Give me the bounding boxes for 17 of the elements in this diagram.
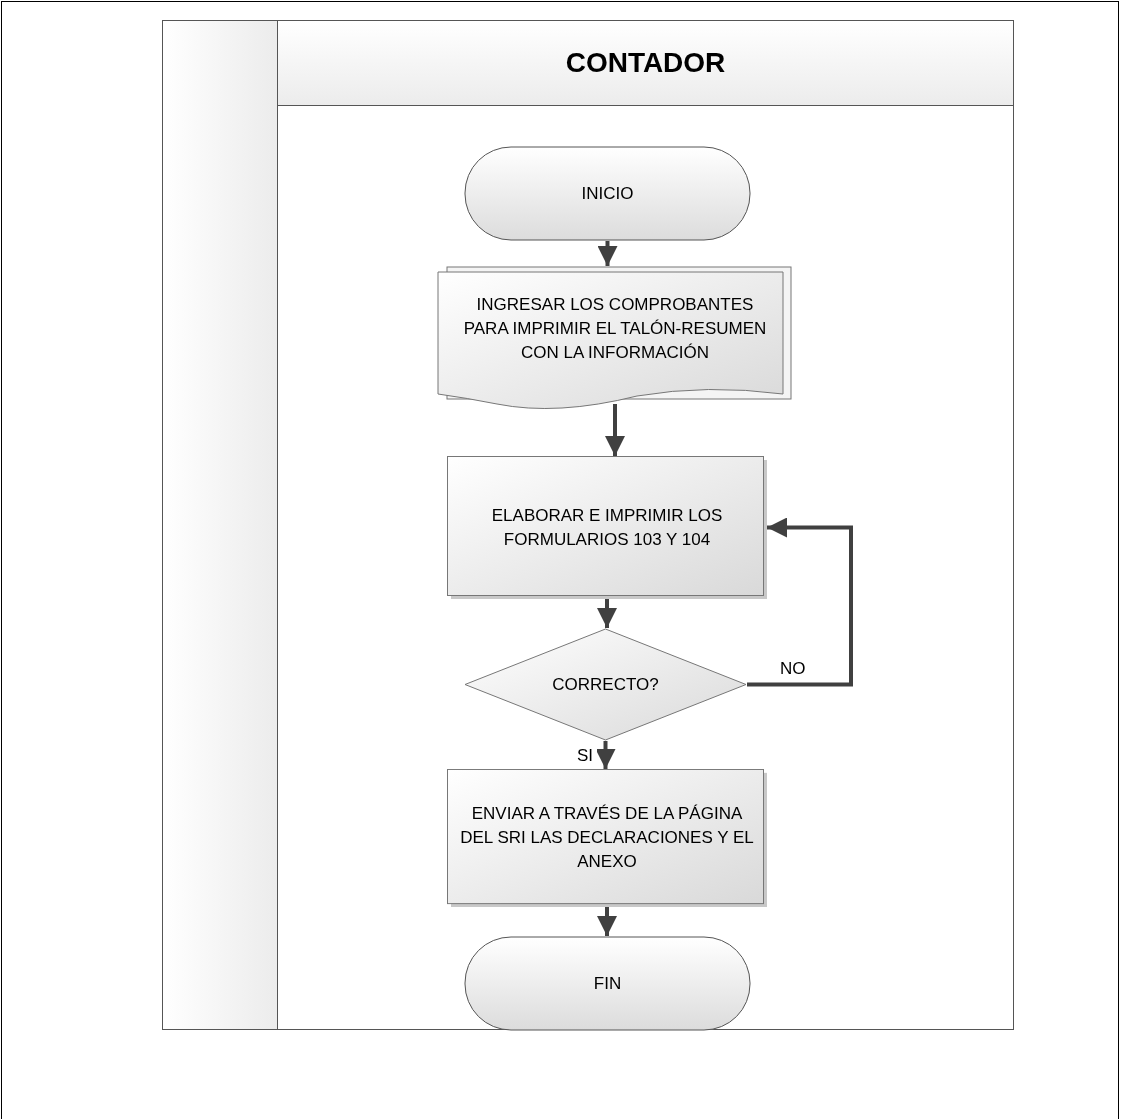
process-box: [447, 456, 767, 599]
document-shape: [437, 266, 793, 406]
swimlane: [162, 20, 1014, 1030]
arrow: [597, 241, 618, 266]
node-label: ELABORAR E IMPRIMIR LOS FORMULARIOS 103 Y 104: [490, 504, 724, 551]
node-label: INICIO: [581, 182, 634, 205]
arrow: [747, 517, 853, 687]
node-label: ENVIAR A TRAVÉS DE LA PÁGINA DEL SRI LAS DECLARACIONES Y EL ANEXO: [459, 803, 755, 873]
decision-diamond: [464, 628, 747, 741]
arrow: [597, 599, 617, 628]
process-box: [447, 769, 767, 907]
node-label: CORRECTO?: [552, 673, 659, 696]
arrow: [597, 907, 617, 936]
node-label: INGRESAR LOS COMPROBANTES PARA IMPRIMIR EL TALÓN-RESUMEN CON LA INFORMACIÓN: [462, 294, 768, 364]
lane-title: CONTADOR: [565, 46, 726, 80]
node-label: FIN: [593, 972, 622, 995]
arrow: [605, 404, 625, 456]
